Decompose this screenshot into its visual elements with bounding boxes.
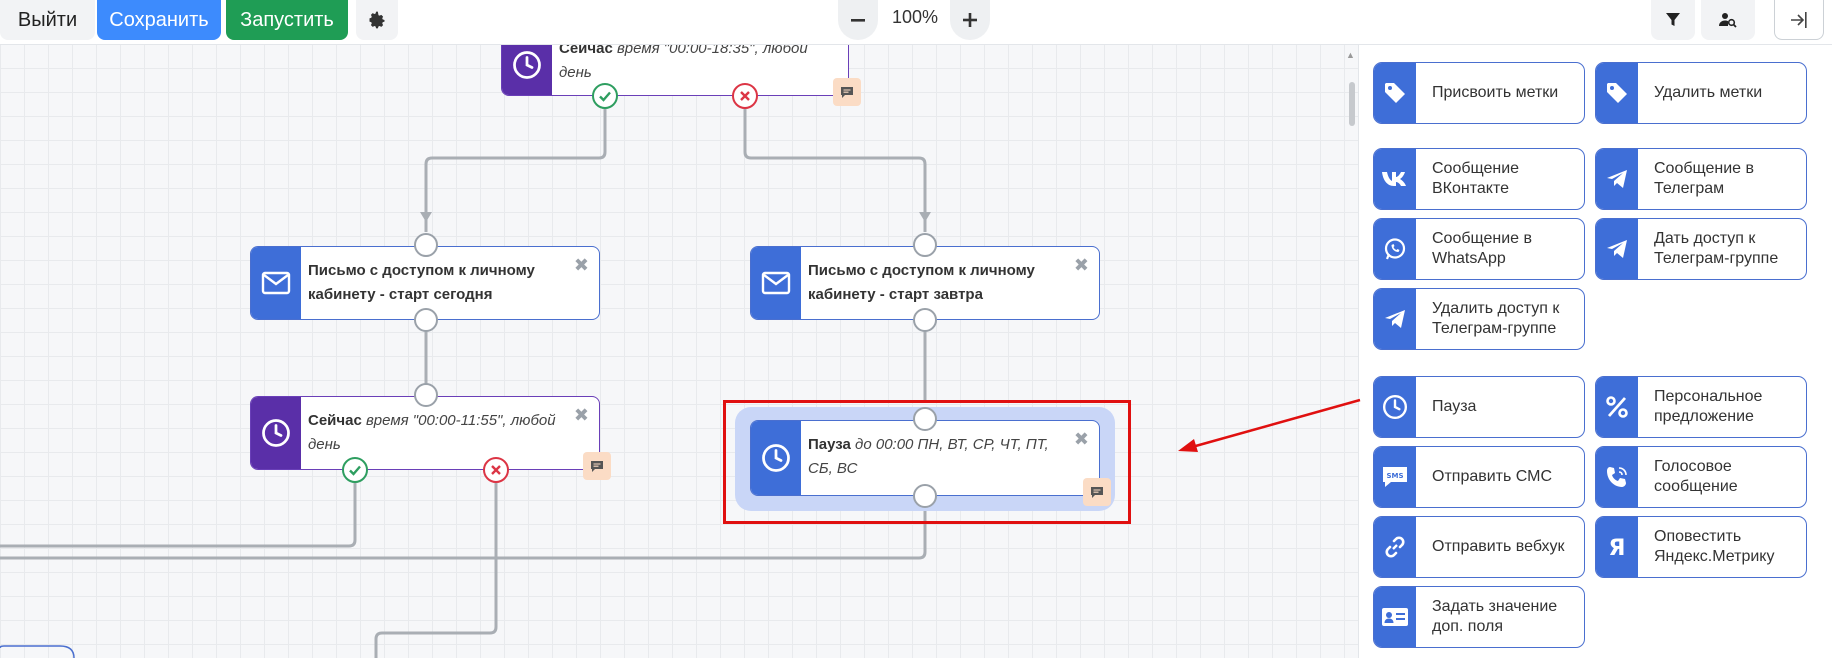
telegram-icon <box>1607 240 1627 258</box>
node-icon-box <box>751 421 801 495</box>
cross-icon <box>491 465 501 475</box>
clock-icon <box>1382 394 1408 420</box>
check-icon <box>349 465 361 476</box>
output-port[interactable] <box>913 484 937 508</box>
node-text: Пауза до 00:00 ПН, ВТ, СР, ЧТ, ПТ, СБ, В… <box>808 436 1049 477</box>
tile-personal-offer[interactable]: Персональное предложение <box>1595 376 1807 438</box>
zoom-level: 100% <box>891 6 939 27</box>
settings-button[interactable] <box>356 0 398 40</box>
toolbar: Выйти Сохранить Запустить 100% <box>0 0 1832 45</box>
input-port[interactable] <box>913 407 937 431</box>
input-port[interactable] <box>913 233 937 257</box>
collapse-panel-button[interactable] <box>1774 0 1824 40</box>
node-text: Сейчас время "00:00-11:55", любой день <box>308 412 556 453</box>
flow-canvas[interactable] <box>0 44 1358 658</box>
output-port[interactable] <box>913 308 937 332</box>
whatsapp-icon <box>1384 238 1406 260</box>
clock-icon <box>513 51 541 79</box>
email-node-today[interactable]: Письмо с доступом к личному кабинету - с… <box>250 246 600 320</box>
delete-node-icon[interactable]: ✖ <box>1073 255 1089 275</box>
delete-node-icon[interactable]: ✖ <box>1073 429 1089 449</box>
tile-vk-message[interactable]: Сообщение ВКонтакте <box>1373 148 1585 210</box>
canvas-scrollbar[interactable] <box>1349 82 1355 126</box>
id-card-icon <box>1382 608 1408 626</box>
delete-node-icon[interactable]: ✖ <box>573 255 589 275</box>
tile-whatsapp-message[interactable]: Сообщение в WhatsApp <box>1373 218 1585 280</box>
tile-pause[interactable]: Пауза <box>1373 376 1585 438</box>
filter-icon <box>1666 13 1680 26</box>
clock-icon <box>262 419 290 447</box>
node-comment-button[interactable] <box>833 78 861 106</box>
tile-remove-tags[interactable]: Удалить метки <box>1595 62 1807 124</box>
node-comment-button[interactable] <box>583 452 611 480</box>
scroll-up-icon[interactable]: ▲ <box>1346 50 1355 60</box>
tile-grant-telegram-access[interactable]: Дать доступ к Телеграм-группе <box>1595 218 1807 280</box>
connection-lines <box>0 96 931 658</box>
input-port[interactable] <box>414 383 438 407</box>
vk-icon <box>1382 172 1406 186</box>
node-comment-button[interactable] <box>1083 478 1111 506</box>
tile-revoke-telegram-access[interactable]: Удалить доступ к Телеграм-группе <box>1373 288 1585 350</box>
webhook-icon <box>1385 536 1405 558</box>
node-icon-box <box>251 397 301 469</box>
condition-node[interactable]: Сейчас время "00:00-11:55", любой день ✖ <box>250 396 600 470</box>
envelope-icon <box>261 271 291 295</box>
save-button[interactable]: Сохранить <box>97 0 221 40</box>
yes-output-port[interactable] <box>592 83 618 109</box>
comment-icon <box>841 86 853 98</box>
minus-icon <box>851 19 865 22</box>
tile-voice-message[interactable]: Голосовое сообщение <box>1595 446 1807 508</box>
yes-output-port[interactable] <box>342 457 368 483</box>
tile-set-custom-field[interactable]: Задать значение доп. поля <box>1373 586 1585 648</box>
tile-notify-yandex-metrika[interactable]: Я Оповестить Яндекс.Метрику <box>1595 516 1807 578</box>
tile-assign-tags[interactable]: Присвоить метки <box>1373 62 1585 124</box>
filter-button[interactable] <box>1651 0 1695 40</box>
check-icon <box>599 91 611 102</box>
input-port[interactable] <box>414 233 438 257</box>
exit-button[interactable]: Выйти <box>0 0 95 40</box>
node-icon-box <box>251 247 301 319</box>
svg-text:SMS: SMS <box>1386 472 1403 480</box>
output-port[interactable] <box>414 308 438 332</box>
no-output-port[interactable] <box>483 457 509 483</box>
plus-icon <box>963 13 977 27</box>
gear-icon <box>369 11 385 29</box>
svg-text:Я: Я <box>1609 536 1626 559</box>
tile-send-webhook[interactable]: Отправить вебхук <box>1373 516 1585 578</box>
collapse-right-icon <box>1791 11 1807 28</box>
user-search-icon <box>1719 13 1737 28</box>
annotation-arrow <box>1178 398 1361 452</box>
comment-icon <box>591 460 603 472</box>
pause-node[interactable]: Пауза до 00:00 ПН, ВТ, СР, ЧТ, ПТ, СБ, В… <box>750 420 1100 496</box>
blocks-panel: Присвоить метки Удалить метки Сообщение … <box>1358 44 1832 658</box>
yandex-icon: Я <box>1609 536 1626 559</box>
sms-icon: SMS <box>1383 467 1407 487</box>
zoom-out-button[interactable] <box>838 0 878 40</box>
no-output-port[interactable] <box>732 83 758 109</box>
delete-node-icon[interactable]: ✖ <box>573 405 589 425</box>
telegram-icon <box>1385 310 1405 328</box>
phone-icon <box>1607 467 1627 487</box>
percent-icon <box>1606 396 1628 418</box>
node-icon-box <box>502 35 552 95</box>
zoom-in-button[interactable] <box>950 0 990 40</box>
clock-icon <box>762 444 790 472</box>
tag-icon <box>1385 83 1405 103</box>
node-text: Письмо с доступом к личному кабинету - с… <box>308 262 535 303</box>
tile-send-sms[interactable]: SMS Отправить СМС <box>1373 446 1585 508</box>
run-button[interactable]: Запустить <box>226 0 348 40</box>
tile-telegram-message[interactable]: Сообщение в Телеграм <box>1595 148 1807 210</box>
user-search-button[interactable] <box>1701 0 1755 40</box>
comment-icon <box>1091 486 1103 498</box>
tag-icon <box>1607 83 1627 103</box>
cross-icon <box>740 91 750 101</box>
node-text: Письмо с доступом к личному кабинету - с… <box>808 262 1035 303</box>
telegram-icon <box>1607 170 1627 188</box>
envelope-icon <box>761 271 791 295</box>
node-icon-box <box>751 247 801 319</box>
